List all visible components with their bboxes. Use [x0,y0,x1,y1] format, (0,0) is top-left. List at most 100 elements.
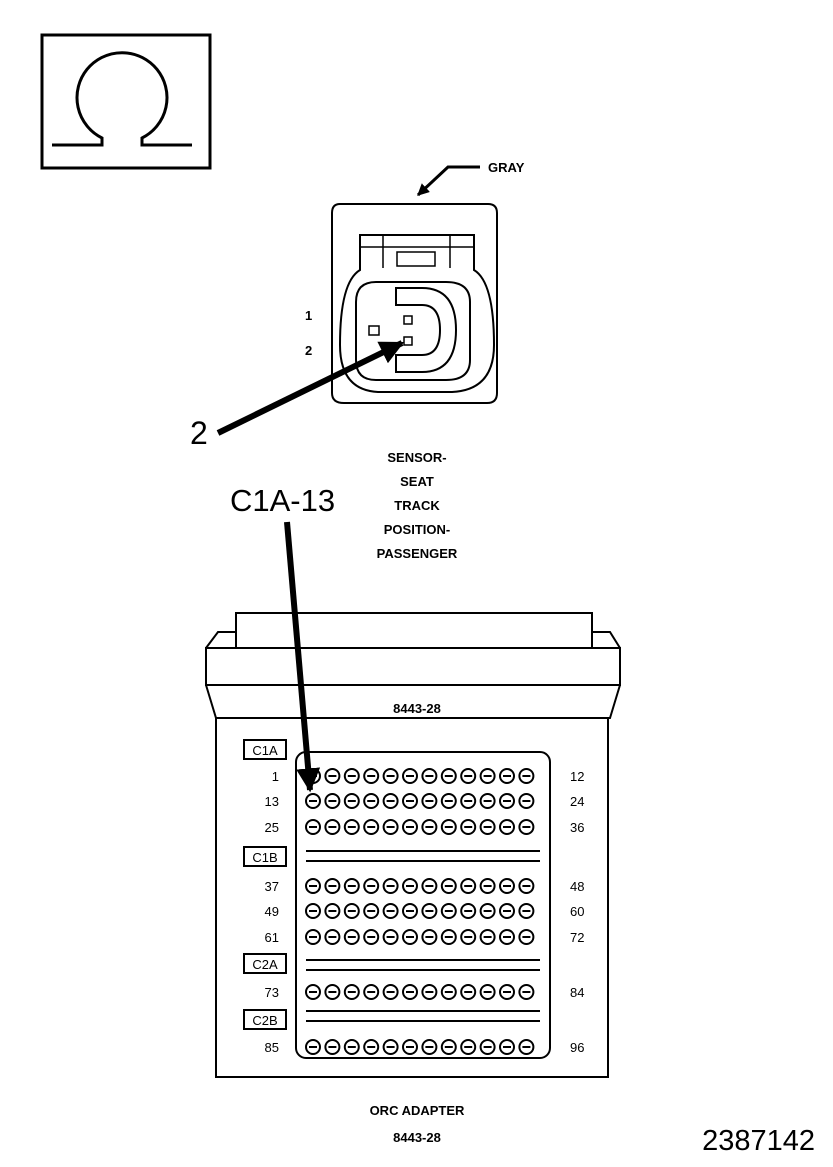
pin-socket-41 [382,878,399,894]
pin-socket-34 [479,819,496,835]
svg-text:73: 73 [265,985,279,1000]
svg-text:72: 72 [570,930,584,945]
sensor-connector: 1 2 [305,203,498,404]
adapter-caption-part: 8443-28 [393,1130,441,1145]
pin-socket-35 [499,819,515,835]
svg-text:13: 13 [265,794,279,809]
pin-socket-89 [382,1039,399,1055]
pin-socket-1 [305,768,321,784]
pin-socket-44 [440,878,457,894]
figure-id: 2387142 [702,1125,815,1157]
pin-socket-63 [343,929,360,945]
pin-socket-4 [363,768,380,784]
pin-socket-82 [479,984,496,1000]
svg-text:C1A: C1A [252,743,278,758]
pin-socket-62 [324,929,341,945]
pin-socket-25 [305,819,321,835]
pin-socket-47 [499,878,515,894]
pin-socket-71 [499,929,515,945]
pin-socket-75 [343,984,360,1000]
pin-socket-3 [343,768,360,784]
svg-text:SEAT: SEAT [400,474,434,489]
pin-socket-42 [402,878,418,894]
pin-socket-8 [440,768,457,784]
pin-socket-27 [343,819,360,835]
pin-socket-73 [305,984,321,1000]
pin-socket-83 [499,984,515,1000]
pin-socket-9 [460,768,477,784]
pin-socket-51 [343,903,360,919]
pin-socket-50 [324,903,341,919]
pin-socket-10 [479,768,496,784]
ohm-icon [40,33,212,170]
svg-text:SENSOR-: SENSOR- [387,450,446,465]
pin-socket-53 [382,903,399,919]
pin-socket-92 [440,1039,457,1055]
svg-text:61: 61 [265,930,279,945]
pin-socket-55 [421,903,438,919]
pin-1 [403,315,413,325]
sensor-name: SENSOR- SEAT TRACK POSITION- PASSENGER [377,450,458,561]
pin-socket-57 [460,903,477,919]
svg-text:TRACK: TRACK [394,498,440,513]
pin-label-2: 2 [305,343,312,358]
adapter-probe-callout: C1A-13 [230,483,335,793]
pin-socket-93 [460,1039,477,1055]
pin-socket-68 [440,929,457,945]
adapter-probe-label: C1A-13 [230,483,335,518]
pin-socket-95 [499,1039,515,1055]
pin-socket-85 [305,1039,321,1055]
svg-text:96: 96 [570,1040,584,1055]
pin-socket-49 [305,903,321,919]
pin-socket-77 [382,984,399,1000]
svg-text:36: 36 [570,820,584,835]
probe-pin-callout: 2 [190,340,405,451]
pin-socket-54 [402,903,418,919]
pin-socket-13 [305,793,321,809]
svg-text:37: 37 [265,879,279,894]
pin-socket-64 [363,929,380,945]
pin-socket-87 [343,1039,360,1055]
pin-socket-76 [363,984,380,1000]
pin-socket-33 [460,819,477,835]
pin-socket-31 [421,819,438,835]
pin-socket-86 [324,1039,341,1055]
pin-socket-5 [382,768,399,784]
svg-text:85: 85 [265,1040,279,1055]
pin-socket-81 [460,984,477,1000]
pin-socket-12 [518,768,535,784]
pin-socket-28 [363,819,380,835]
pin-socket-21 [460,793,477,809]
pin-socket-20 [440,793,457,809]
pin-socket-6 [402,768,418,784]
pin-socket-96 [518,1039,535,1055]
pin-socket-59 [499,903,515,919]
pin-socket-91 [421,1039,438,1055]
svg-text:1: 1 [272,769,279,784]
section-tag-c1b: C1B [243,846,287,867]
pin-socket-11 [499,768,515,784]
color-callout-label: GRAY [488,160,525,175]
pin-socket-26 [324,819,341,835]
pin-socket-14 [324,793,341,809]
row-labels: 1 12 13 24 25 36 37 48 49 60 61 72 73 84… [265,769,585,1055]
pin-socket-19 [421,793,438,809]
pin-socket-94 [479,1039,496,1055]
color-callout: GRAY [416,160,525,197]
pin-socket-56 [440,903,457,919]
pin-socket-48 [518,878,535,894]
pin-2 [403,336,413,346]
pin-socket-46 [479,878,496,894]
pin-socket-58 [479,903,496,919]
pin-socket-17 [382,793,399,809]
svg-text:25: 25 [265,820,279,835]
adapter-part-number: 8443-28 [393,701,441,716]
section-tag-c1a: C1A [243,739,287,760]
pin-socket-67 [421,929,438,945]
svg-text:60: 60 [570,904,584,919]
svg-text:24: 24 [570,794,584,809]
adapter-caption: ORC ADAPTER [370,1103,465,1118]
svg-text:C2B: C2B [252,1013,277,1028]
pin-socket-15 [343,793,360,809]
